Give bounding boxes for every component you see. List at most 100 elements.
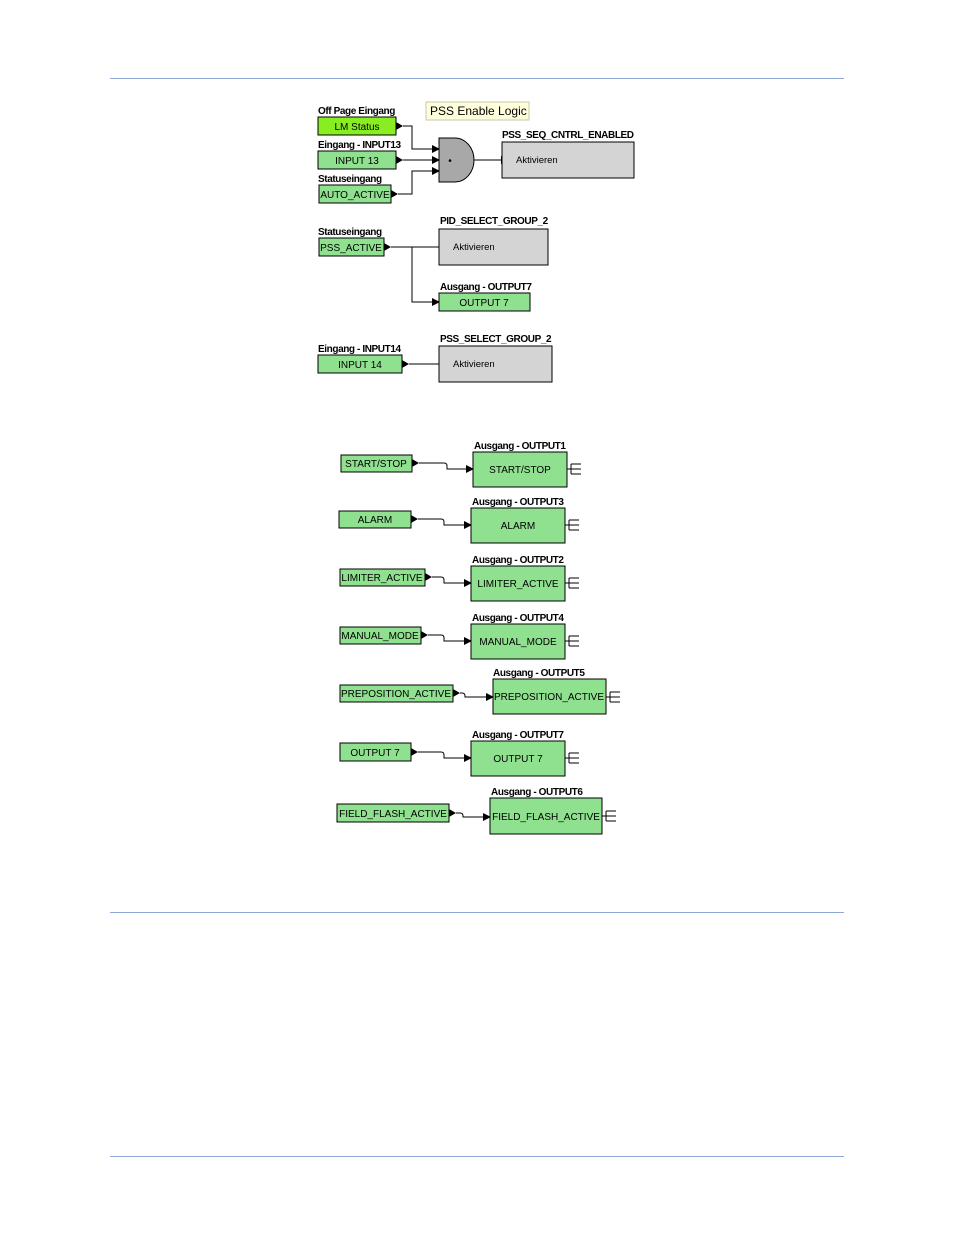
lm-status-input[interactable]: Off Page Eingang LM Status [317, 106, 403, 136]
output-caption: Ausgang - OUTPUT6 [491, 787, 583, 798]
output-row-5: PREPOSITION_ACTIVE Ausgang - OUTPUT5 PRE… [339, 668, 620, 715]
output-label: START/STOP [489, 465, 551, 476]
output6-block[interactable]: Ausgang - OUTPUT6 FIELD_FLASH_ACTIVE [489, 787, 616, 835]
input14-caption: Eingang - INPUT14 [318, 344, 401, 355]
source-label: ALARM [358, 515, 392, 526]
output-caption: Ausgang - OUTPUT1 [474, 441, 566, 452]
source-label: LIMITER_ACTIVE [341, 573, 422, 584]
output4-block[interactable]: Ausgang - OUTPUT4 MANUAL_MODE [470, 613, 579, 660]
wire [460, 692, 494, 701]
and-gate[interactable]: • [438, 137, 475, 183]
output-row-6: OUTPUT 7 Ausgang - OUTPUT7 OUTPUT 7 [339, 730, 579, 777]
pid-select-group-2-block[interactable]: PID_SELECT_GROUP_2 Aktivieren [438, 216, 549, 266]
top-rule [110, 78, 844, 79]
output-port-icon [402, 360, 409, 368]
source-output7[interactable]: OUTPUT 7 [339, 742, 418, 762]
output7-block[interactable]: Ausgang - OUTPUT7 OUTPUT 7 [438, 282, 533, 312]
source-label: PREPOSITION_ACTIVE [341, 689, 451, 700]
output-port-icon [425, 573, 432, 581]
output-caption: Ausgang - OUTPUT5 [493, 668, 585, 679]
output-caption: Ausgang - OUTPUT2 [472, 555, 564, 566]
contact-icon [602, 810, 616, 822]
source-label: MANUAL_MODE [341, 631, 419, 642]
wire [418, 751, 472, 762]
output-row-3: LIMITER_ACTIVE Ausgang - OUTPUT2 LIMITER… [339, 555, 579, 602]
source-label: START/STOP [345, 459, 407, 470]
pss-group2-title: PSS_SELECT_GROUP_2 [440, 334, 552, 345]
output2-block[interactable]: Ausgang - OUTPUT2 LIMITER_ACTIVE [470, 555, 579, 602]
output-port-icon [411, 748, 418, 756]
pss-active-caption: Statuseingang [318, 227, 382, 238]
source-preposition-active[interactable]: PREPOSITION_ACTIVE [339, 684, 460, 703]
output-row-4: MANUAL_MODE Ausgang - OUTPUT4 MANUAL_MOD… [339, 613, 579, 660]
output-row-7: FIELD_FLASH_ACTIVE Ausgang - OUTPUT6 FIE… [336, 787, 616, 835]
bottom-rule [110, 1156, 844, 1157]
contact-icon [565, 519, 579, 531]
and-gate-symbol: • [448, 156, 452, 167]
output-caption: Ausgang - OUTPUT3 [472, 497, 564, 508]
pss-active-input[interactable]: Statuseingang PSS_ACTIVE [318, 227, 391, 257]
output-row-2: ALARM Ausgang - OUTPUT3 ALARM [338, 497, 579, 544]
output-label: LIMITER_ACTIVE [477, 579, 558, 590]
wire-auto-active-to-and [398, 167, 440, 195]
pss-seq-cntrl-enabled-block[interactable]: PSS_SEQ_CNTRL_ENABLED Aktivieren [501, 130, 635, 179]
wire-pss-active-to-output7 [411, 247, 440, 306]
input13-block[interactable]: Eingang - INPUT13 INPUT 13 [317, 140, 403, 170]
output-port-icon [391, 190, 398, 198]
pss-enable-logic-tooltip: PSS Enable Logic [425, 101, 530, 121]
output-caption: Ausgang - OUTPUT7 [472, 730, 564, 741]
wire [432, 576, 472, 587]
input13-caption: Eingang - INPUT13 [318, 140, 401, 151]
wire-lm-status-to-and [403, 125, 440, 153]
source-limiter-active[interactable]: LIMITER_ACTIVE [339, 568, 432, 587]
source-label: FIELD_FLASH_ACTIVE [339, 809, 447, 820]
contact-icon [565, 752, 579, 764]
seq-enabled-port: Aktivieren [516, 155, 558, 166]
middle-rule [110, 912, 844, 913]
source-field-flash-active[interactable]: FIELD_FLASH_ACTIVE [336, 803, 456, 823]
output7-caption: Ausgang - OUTPUT7 [440, 282, 532, 293]
source-label: OUTPUT 7 [350, 748, 400, 759]
wire [419, 462, 474, 473]
pid-group2-port: Aktivieren [453, 242, 495, 253]
output-label: ALARM [501, 521, 535, 532]
tooltip-text: PSS Enable Logic [430, 104, 527, 118]
output-port-icon [453, 689, 460, 697]
source-start-stop[interactable]: START/STOP [340, 454, 419, 473]
output-row-1: START/STOP Ausgang - OUTPUT1 START/STOP [340, 441, 581, 488]
lm-status-caption: Off Page Eingang [318, 106, 395, 117]
output-port-icon [384, 243, 391, 251]
wire [428, 634, 472, 645]
output5-block[interactable]: Ausgang - OUTPUT5 PREPOSITION_ACTIVE [492, 668, 620, 715]
contact-icon [567, 463, 581, 475]
input14-block[interactable]: Eingang - INPUT14 INPUT 14 [317, 344, 409, 374]
output-label: FIELD_FLASH_ACTIVE [492, 812, 600, 823]
output-port-icon [396, 156, 403, 164]
output1-block[interactable]: Ausgang - OUTPUT1 START/STOP [472, 441, 581, 488]
output7-output-block[interactable]: Ausgang - OUTPUT7 OUTPUT 7 [470, 730, 579, 777]
pss-group2-port: Aktivieren [453, 359, 495, 370]
output-logic: START/STOP Ausgang - OUTPUT1 START/STOP … [336, 441, 620, 835]
output3-block[interactable]: Ausgang - OUTPUT3 ALARM [470, 497, 579, 544]
pss-select-group-2-block[interactable]: PSS_SELECT_GROUP_2 Aktivieren [438, 334, 553, 383]
output-port-icon [421, 631, 428, 639]
input14-label: INPUT 14 [338, 360, 382, 371]
lm-status-label: LM Status [334, 122, 379, 133]
input13-label: INPUT 13 [335, 156, 379, 167]
output7-label: OUTPUT 7 [459, 298, 509, 309]
source-manual-mode[interactable]: MANUAL_MODE [339, 626, 428, 645]
output-port-icon [411, 515, 418, 523]
source-alarm[interactable]: ALARM [338, 510, 418, 529]
wire [418, 518, 472, 529]
auto-active-input[interactable]: Statuseingang AUTO_ACTIVE [318, 174, 398, 204]
contact-icon [606, 691, 620, 703]
output-port-icon [412, 459, 419, 467]
seq-enabled-title: PSS_SEQ_CNTRL_ENABLED [502, 130, 634, 141]
auto-active-caption: Statuseingang [318, 174, 382, 185]
contact-icon [565, 635, 579, 647]
output-label: OUTPUT 7 [493, 754, 543, 765]
pss-active-label: PSS_ACTIVE [320, 243, 382, 254]
pid-group2-title: PID_SELECT_GROUP_2 [440, 216, 549, 227]
auto-active-label: AUTO_ACTIVE [320, 190, 390, 201]
